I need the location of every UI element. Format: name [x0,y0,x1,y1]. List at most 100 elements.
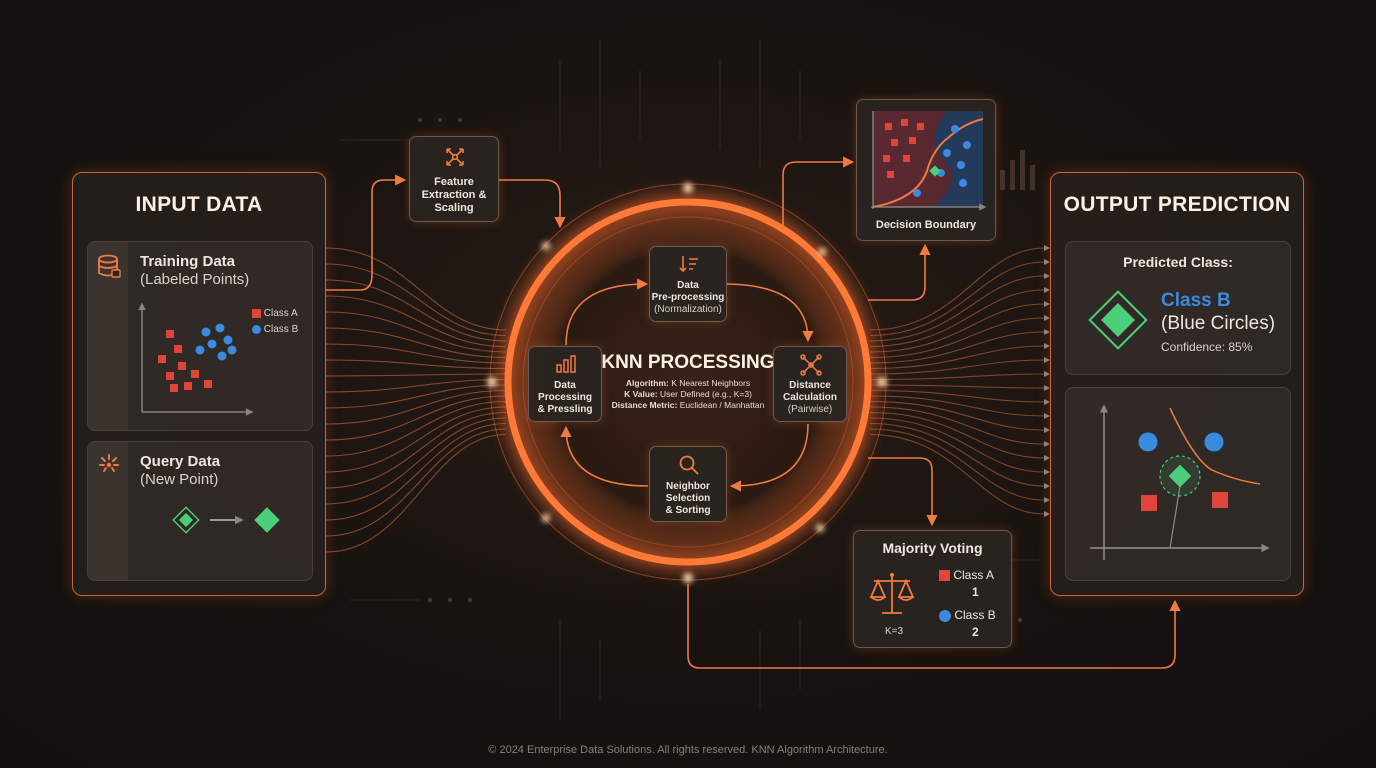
algorithm-value: K Nearest Neighbors [671,378,751,388]
feature-line-1: Feature [434,176,474,188]
input-fan-line [325,378,507,393]
output-fan-arrowhead [1044,511,1050,517]
class-a-swatch [252,308,261,318]
preprocess-line-1: Data [677,280,699,291]
output-fan-arrowhead [1044,357,1050,363]
input-fan-line [325,400,507,457]
scale-arrows-icon [446,148,464,166]
predicted-class-card[interactable]: Predicted Class: Class B (Blue Circles) … [1065,241,1291,375]
input-fan-line [325,295,507,348]
input-fan-lines [325,247,507,553]
output-fan-arrowhead [1044,427,1050,433]
output-fan-arrowhead [1044,497,1050,503]
output-arrowheads [1044,245,1050,517]
prediction-neighbors-plot [1090,404,1270,560]
vote-class-a-row: Class A [939,568,994,582]
decision-boundary-node[interactable]: Decision Boundary [856,99,996,241]
output-fan-line [869,331,1045,364]
majority-voting-node[interactable]: Majority Voting K=3 Class A 1 Class B 2 [853,530,1012,648]
network-icon [800,354,822,376]
input-data-panel: INPUT DATA Training Data (Labeled Points… [72,172,326,596]
output-fan-arrowhead [1044,399,1050,405]
input-fan-line [325,422,507,521]
input-fan-line [325,395,507,441]
input-fan-line [325,389,507,425]
output-prediction-title: OUTPUT PREDICTION [1063,193,1291,216]
output-fan-line [869,400,1045,431]
vote-count-b: 2 [972,625,979,639]
input-fan-line [325,406,507,473]
output-fan-line [869,428,1045,501]
vote-count-a: 1 [972,585,979,599]
output-fan-line [869,247,1045,331]
distance-calculation-node[interactable]: Distance Calculation (Pairwise) [773,346,847,422]
input-data-title: INPUT DATA [135,193,263,216]
card-icon-strip [88,242,128,430]
prediction-plot-card[interactable] [1065,387,1291,581]
output-fan-arrowhead [1044,245,1050,251]
output-fan-line [869,317,1045,359]
output-fan-line [869,389,1045,403]
output-fan-line [869,359,1045,375]
input-fan-line [325,327,507,359]
output-fan-lines [869,247,1045,515]
output-fan-line [869,417,1045,473]
training-data-title: Training Data [140,253,236,270]
output-fan-line [869,422,1045,487]
input-fan-line [325,411,507,489]
ring-sparks [487,183,887,583]
output-fan-line [869,289,1045,348]
output-fan-arrowhead [1044,455,1050,461]
training-data-card[interactable]: Training Data (Labeled Points) Class A C… [87,241,313,431]
output-prediction-panel: OUTPUT PREDICTION Predicted Class: Class… [1050,172,1304,596]
input-fan-line [325,384,507,409]
output-fan-arrowhead [1044,469,1050,475]
vote-class-b-row: Class B [939,608,996,622]
input-fan-line [325,343,507,364]
predicted-class-name: Class B [1161,290,1231,311]
output-fan-line [869,261,1045,337]
query-data-title: Query Data [140,453,221,470]
k-value-value: User Defined (e.g., K=3) [660,389,752,399]
input-fan-line [325,247,507,331]
data-processing-node[interactable]: Data Processing & Pressling [528,346,602,422]
algorithm-row: Algorithm: K Nearest Neighbors [600,378,776,389]
class-a-swatch [939,570,950,582]
neighbor-line-2: Selection [665,493,711,504]
balance-scale-icon [869,573,915,614]
k-value-label: K Value: [624,389,658,399]
ring [504,198,872,566]
legend-class-a: Class A [252,308,298,319]
ring-inner [522,216,854,548]
distance-line-1: Distance [789,380,831,391]
knn-details: Algorithm: K Nearest Neighbors K Value: … [600,378,776,411]
preprocessing-node[interactable]: Data Pre-processing (Normalization) [649,246,727,322]
k-value-row: K Value: User Defined (e.g., K=3) [600,389,776,400]
input-fan-line [325,263,507,337]
predicted-class-label: Predicted Class: [1123,254,1233,270]
output-fan-arrowhead [1044,329,1050,335]
feature-extraction-node[interactable]: Feature Extraction & Scaling [409,136,499,222]
legend-class-a-label: Class A [263,308,298,319]
neighbor-selection-node[interactable]: Neighbor Selection & Sorting [649,446,727,522]
predicted-class-desc: (Blue Circles) [1161,313,1276,334]
query-data-card[interactable]: Query Data (New Point) [87,441,313,581]
class-b-swatch [252,324,261,334]
algorithm-label: Algorithm: [625,378,669,388]
output-fan-arrowhead [1044,315,1050,321]
preprocess-line-2: Pre-processing [651,292,725,303]
neighbor-line-1: Neighbor [666,481,710,492]
preprocess-line-3: (Normalization) [654,304,722,315]
majority-voting-title: Majority Voting [882,540,983,556]
vote-class-b-label: Class B [954,608,996,622]
decision-boundary-caption: Decision Boundary [875,219,977,231]
class-b-swatch [939,609,951,622]
legend-class-b: Class B [252,324,298,335]
decision-boundary-plot [871,111,987,211]
output-fan-arrowhead [1044,441,1050,447]
output-fan-line [869,345,1045,370]
query-point-transform [172,506,280,534]
flow-arrows [326,156,1181,669]
input-fan-line [325,311,507,353]
cycle-arrows [560,278,814,492]
